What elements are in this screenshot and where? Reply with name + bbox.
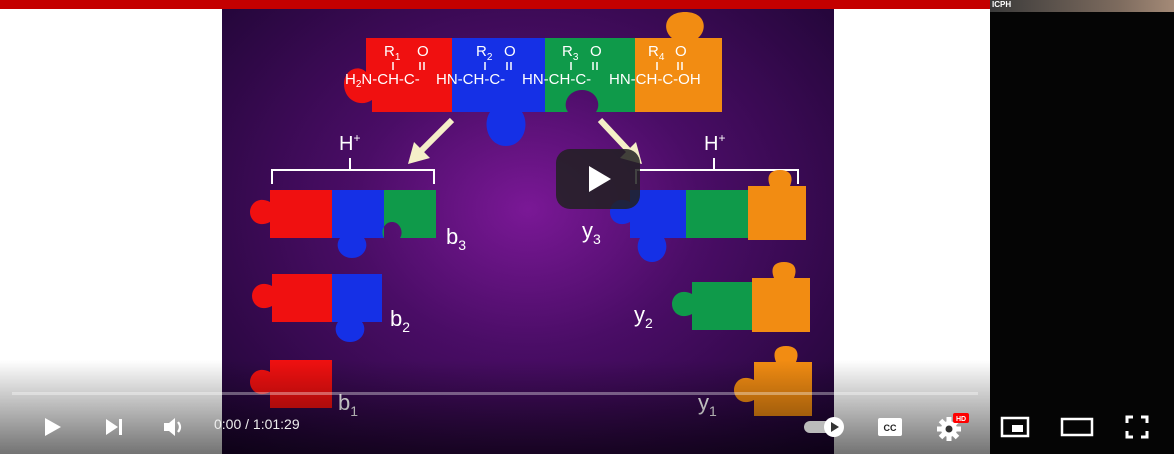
fragment-b2 xyxy=(252,274,382,342)
fullscreen-button[interactable] xyxy=(1115,400,1159,454)
bracket-left xyxy=(271,158,435,184)
chain-seg3: HN-CH-C- xyxy=(522,71,591,88)
subtitles-button[interactable]: CC xyxy=(868,400,912,454)
miniplayer-icon xyxy=(1000,416,1030,438)
miniplayer-button[interactable] xyxy=(993,400,1037,454)
hd-badge: HD xyxy=(956,416,966,423)
chain-piece-red xyxy=(344,38,452,112)
cc-icon: CC xyxy=(878,418,902,436)
o2-label: O xyxy=(504,43,516,60)
progress-bar[interactable] xyxy=(12,392,978,395)
r3-label: R3 xyxy=(562,43,579,63)
next-button[interactable] xyxy=(92,400,136,454)
autoplay-toggle[interactable] xyxy=(800,400,848,454)
peptide-fragmentation-diagram: R1 O R2 O R3 O R4 O H2N-CH-C- HN-CH-C- H… xyxy=(250,12,812,416)
peptide-chain xyxy=(344,12,722,146)
red-top-bar xyxy=(0,0,990,9)
large-play-button[interactable] xyxy=(556,149,640,209)
r4-label: R4 xyxy=(648,43,665,63)
theater-icon xyxy=(1060,417,1094,437)
autoplay-toggle-icon xyxy=(804,417,844,437)
label-b3: b3 xyxy=(446,224,466,253)
play-button[interactable] xyxy=(30,400,74,454)
time-separator: / xyxy=(241,416,253,432)
label-y2: y2 xyxy=(634,302,653,331)
label-y3: y3 xyxy=(582,218,601,247)
o3-label: O xyxy=(590,43,602,60)
play-icon xyxy=(45,418,61,436)
chain-seg1: H2N-CH-C- xyxy=(345,71,420,90)
o1-label: O xyxy=(417,43,429,60)
chain-seg2: HN-CH-C- xyxy=(436,71,505,88)
h-plus-right: H+ xyxy=(704,131,725,155)
time-total: 1:01:29 xyxy=(252,416,300,432)
player-controls: 0:00 / 1:01:29 CC xyxy=(0,400,1174,454)
settings-icon: HD xyxy=(937,413,969,441)
side-panel: ICPH xyxy=(990,0,1174,454)
chain-piece-blue xyxy=(452,38,545,146)
r2-label: R2 xyxy=(476,43,493,63)
time-display: 0:00 / 1:01:29 xyxy=(214,416,300,432)
label-b2: b2 xyxy=(390,306,410,335)
o4-label: O xyxy=(675,43,687,60)
volume-icon xyxy=(164,418,182,436)
next-icon xyxy=(106,419,122,435)
theater-mode-button[interactable] xyxy=(1054,400,1100,454)
svg-text:CC: CC xyxy=(884,423,897,433)
play-icon xyxy=(589,166,611,192)
webcam-thumbnail: ICPH xyxy=(990,0,1174,12)
settings-button[interactable]: HD xyxy=(930,400,974,454)
arrow-left xyxy=(408,117,455,164)
chain-piece-green xyxy=(545,38,635,112)
fullscreen-icon xyxy=(1125,415,1149,439)
h-plus-left: H+ xyxy=(339,131,360,155)
r1-label: R1 xyxy=(384,43,401,63)
time-current: 0:00 xyxy=(214,416,242,432)
fragment-b3 xyxy=(250,190,436,258)
fragment-y2 xyxy=(672,262,810,332)
mute-button[interactable] xyxy=(152,400,196,454)
chain-seg4: HN-CH-C-OH xyxy=(609,71,701,88)
thumbnail-label: ICPH xyxy=(992,0,1012,9)
